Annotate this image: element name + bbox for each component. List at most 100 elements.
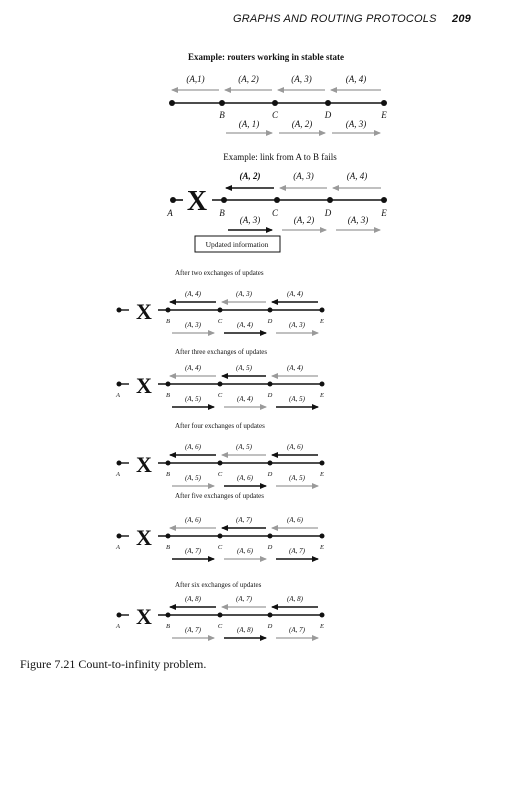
exchange-bottom-label: (A, 7) (185, 626, 202, 634)
broken-link-x-mark: X (136, 604, 152, 629)
exchange-router-node (165, 612, 171, 618)
exchange-router-node (217, 460, 223, 466)
fail-node-label: D (324, 208, 332, 218)
exchange-node-label: B (166, 318, 170, 325)
exchange-bottom-label: (A, 5) (289, 474, 306, 482)
exchange-node-label: E (319, 471, 324, 478)
exchange-node-label: A (115, 544, 120, 551)
fail-router-node (381, 197, 387, 203)
exchange-node-label: E (319, 544, 324, 551)
exchange-top-label: (A, 7) (236, 516, 253, 524)
exchange-heading: After four exchanges of updates (175, 422, 265, 430)
fail-node-label: A (166, 208, 173, 218)
stable-heading: Example: routers working in stable state (188, 52, 344, 62)
exchange-top-label: (A, 6) (185, 443, 202, 451)
broken-link-x-mark: X (187, 186, 207, 217)
exchange-heading: After three exchanges of updates (175, 348, 267, 356)
fail-top-label: (A, 4) (347, 171, 368, 181)
exchange-bottom-label: (A, 4) (237, 395, 254, 403)
exchange-node-label: C (218, 392, 223, 399)
updated-information-label: Updated information (206, 240, 269, 249)
exchange-bottom-label: (A, 6) (237, 474, 254, 482)
stable-node-label: B (219, 110, 225, 120)
exchange-router-node (217, 612, 223, 618)
exchange-router-node (267, 533, 273, 539)
stable-top-label: (A, 3) (291, 74, 312, 84)
exchange-router-node (319, 533, 325, 539)
exchange-router-node (217, 381, 223, 387)
exchange-node-label: A (115, 392, 120, 399)
stable-router-node (219, 100, 225, 106)
exchange-top-label: (A, 4) (287, 364, 304, 372)
exchange-node-label: C (218, 318, 223, 325)
exchange-bottom-label: (A, 4) (237, 321, 254, 329)
exchange-node-label: E (319, 392, 324, 399)
fail-router-node (170, 197, 176, 203)
exchange-node-label: D (267, 544, 273, 551)
exchange-bottom-label: (A, 5) (185, 474, 202, 482)
figure-caption: Figure 7.21 Count-to-infinity problem. (20, 657, 207, 671)
fail-router-node (274, 197, 280, 203)
stable-router-node (169, 100, 175, 106)
exchange-node-label: E (319, 318, 324, 325)
exchange-bottom-label: (A, 8) (237, 626, 254, 634)
exchange-bottom-label: (A, 7) (185, 547, 202, 555)
exchange-top-label: (A, 6) (185, 516, 202, 524)
exchange-bottom-label: (A, 5) (289, 395, 306, 403)
stable-top-label: (A, 4) (346, 74, 367, 84)
fail-top-label: (A, 3) (293, 171, 314, 181)
fail-top-label: (A, 2) (240, 171, 261, 181)
exchange-node-label: D (267, 471, 273, 478)
exchange-heading: After six exchanges of updates (175, 581, 262, 589)
exchange-router-node (165, 533, 171, 539)
stable-bottom-label: (A, 2) (292, 119, 313, 129)
exchange-top-label: (A, 7) (236, 595, 253, 603)
exchange-router-node (267, 381, 273, 387)
fail-bottom-label: (A, 2) (294, 215, 315, 225)
stable-top-label: (A,1) (186, 74, 204, 84)
broken-link-x-mark: X (136, 525, 152, 550)
exchange-top-label: (A, 8) (287, 595, 304, 603)
exchange-router-node (267, 460, 273, 466)
exchange-router-node (165, 460, 171, 466)
stable-node-label: C (272, 110, 279, 120)
stable-bottom-label: (A, 3) (346, 119, 367, 129)
fail-node-label: E (380, 208, 387, 218)
exchange-router-node (165, 307, 171, 313)
updated-information-box (194, 235, 281, 253)
exchange-router-node (116, 460, 122, 466)
exchange-node-label: D (267, 318, 273, 325)
fail-router-node (221, 197, 227, 203)
exchange-top-label: (A, 3) (236, 290, 253, 298)
running-title: GRAPHS AND ROUTING PROTOCOLS (233, 13, 437, 25)
fail-bottom-label: (A, 3) (348, 215, 369, 225)
stable-router-node (272, 100, 278, 106)
exchange-node-label: B (166, 623, 170, 630)
exchange-top-label: (A, 8) (185, 595, 202, 603)
fail-node-label: C (272, 208, 279, 218)
exchange-top-label: (A, 6) (287, 516, 304, 524)
exchange-node-label: C (218, 623, 223, 630)
exchange-bottom-label: (A, 6) (237, 547, 254, 555)
exchange-heading: After two exchanges of updates (175, 269, 264, 277)
exchange-bottom-label: (A, 7) (289, 547, 306, 555)
broken-link-x-mark: X (136, 299, 152, 324)
fail-router-node (327, 197, 333, 203)
exchange-bottom-label: (A, 3) (185, 321, 202, 329)
exchange-router-node (319, 612, 325, 618)
exchange-router-node (217, 533, 223, 539)
stable-node-label: D (324, 110, 332, 120)
stable-node-label: E (380, 110, 387, 120)
exchange-top-label: (A, 4) (185, 290, 202, 298)
exchange-router-node (267, 612, 273, 618)
exchange-bottom-label: (A, 7) (289, 626, 306, 634)
exchange-bottom-label: (A, 5) (185, 395, 202, 403)
exchange-node-label: D (267, 392, 273, 399)
fail-bottom-label: (A, 3) (240, 215, 261, 225)
exchange-router-node (116, 533, 122, 539)
exchange-router-node (116, 307, 122, 313)
exchange-router-node (319, 460, 325, 466)
fail-node-label: B (219, 208, 225, 218)
stable-router-node (325, 100, 331, 106)
broken-link-x-mark: X (136, 373, 152, 398)
